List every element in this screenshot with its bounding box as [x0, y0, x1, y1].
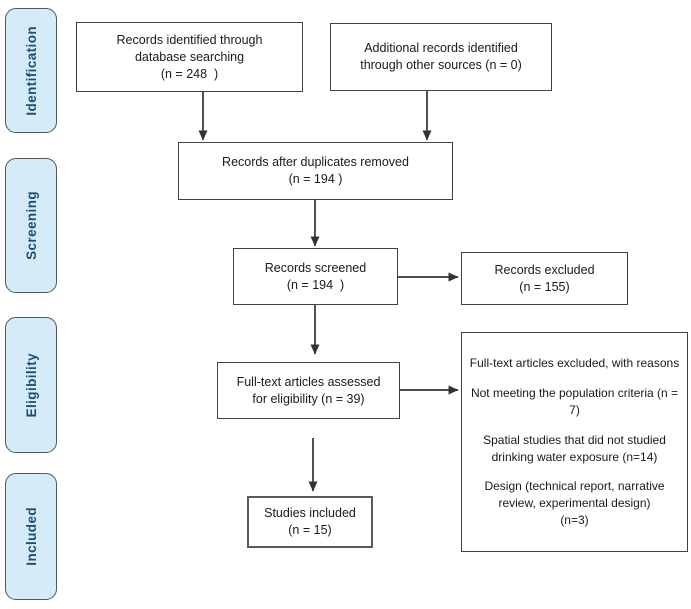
box-studies-included: Studies included (n = 15)	[247, 496, 373, 548]
stage-label-included: Included	[5, 473, 57, 600]
box-fulltext-assessed: Full-text articles assessed for eligibil…	[217, 362, 400, 419]
exclusion-reason-design: Design (technical report, narrative revi…	[484, 479, 665, 527]
stage-label-identification-text: Identification	[23, 25, 39, 116]
stage-label-eligibility-text: Eligibility	[23, 352, 39, 418]
box-records-identified: Records identified through database sear…	[76, 22, 303, 92]
box-after-duplicates-text: Records after duplicates removed (n = 19…	[222, 155, 409, 186]
box-after-duplicates: Records after duplicates removed (n = 19…	[178, 142, 453, 200]
stage-label-eligibility: Eligibility	[5, 317, 57, 453]
box-records-excluded: Records excluded (n = 155)	[461, 252, 628, 305]
stage-label-included-text: Included	[23, 507, 39, 566]
box-fulltext-excluded-reasons: Full-text articles excluded, with reason…	[461, 332, 688, 552]
stage-label-screening: Screening	[5, 158, 57, 293]
box-additional-records: Additional records identified through ot…	[330, 23, 552, 91]
exclusion-reason-spatial: Spatial studies that did not studied dri…	[483, 432, 670, 464]
box-records-identified-text: Records identified through database sear…	[116, 32, 263, 81]
box-records-screened: Records screened (n = 194 )	[233, 248, 398, 305]
box-fulltext-assessed-text: Full-text articles assessed for eligibil…	[236, 374, 381, 406]
exclusion-reason-population: Not meeting the population criteria (n =…	[470, 386, 682, 417]
fulltext-excluded-heading: Full-text articles excluded, with reason…	[469, 356, 680, 371]
box-records-screened-text: Records screened (n = 194 )	[264, 260, 367, 292]
stage-label-screening-text: Screening	[23, 191, 39, 260]
box-additional-records-text: Additional records identified through ot…	[360, 41, 522, 72]
box-studies-included-text: Studies included (n = 15)	[264, 506, 356, 537]
box-records-excluded-text: Records excluded (n = 155)	[494, 262, 595, 294]
stage-label-identification: Identification	[5, 8, 57, 133]
